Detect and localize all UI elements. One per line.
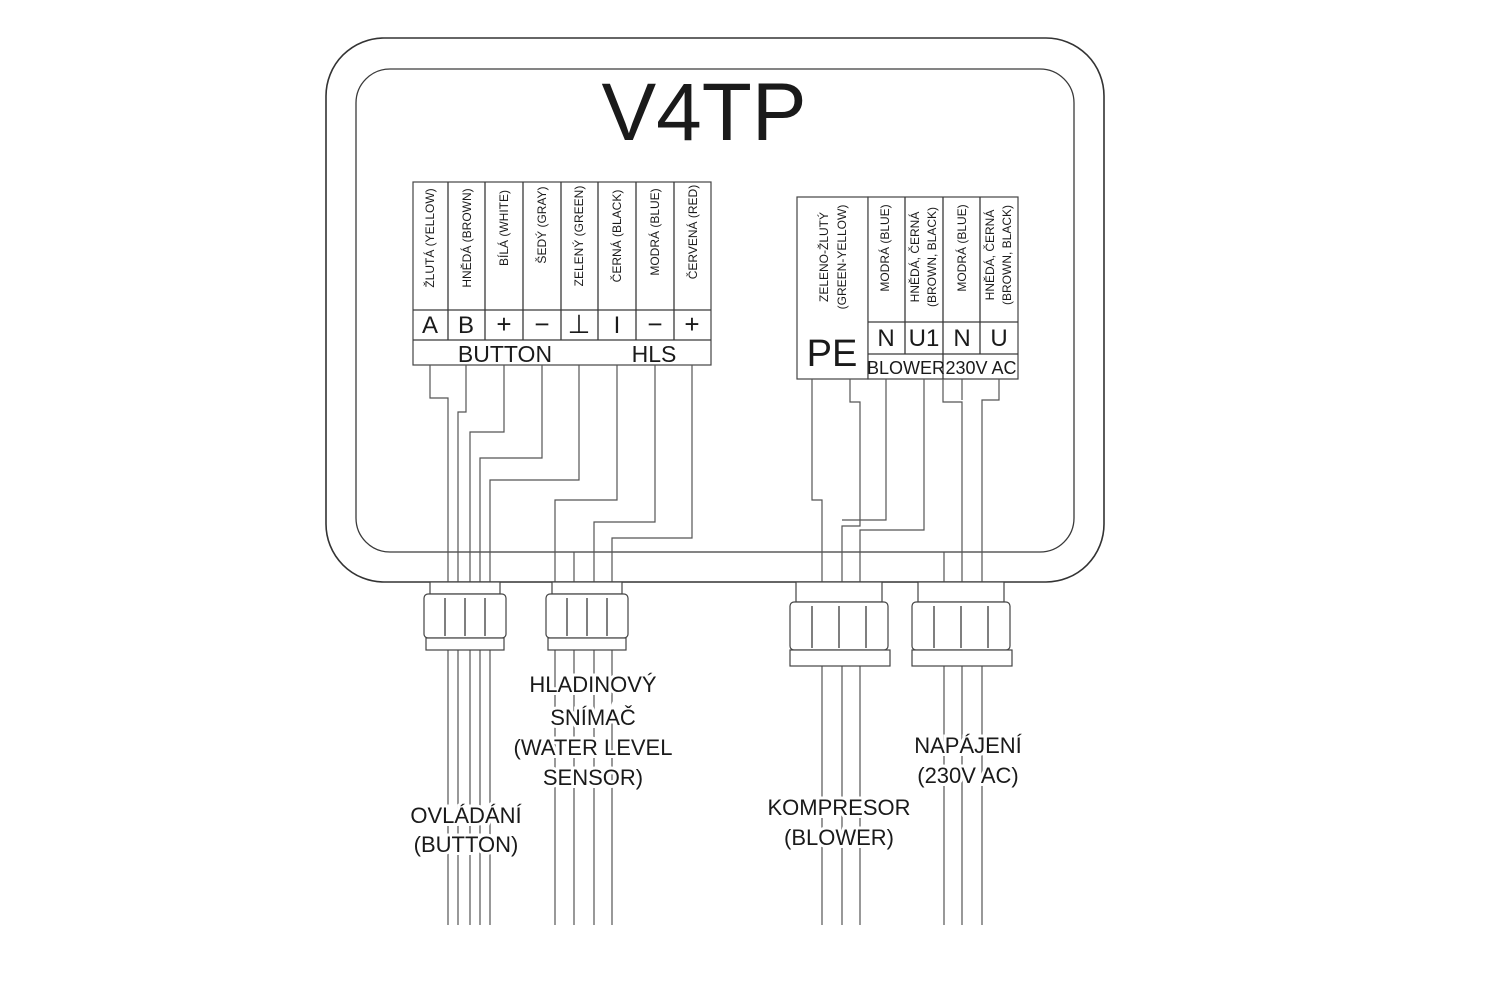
terminal-label: U <box>990 325 1007 352</box>
wire-color-label: (BROWN, BLACK) <box>1000 205 1014 305</box>
caption-line: (230V AC) <box>917 763 1019 788</box>
wire-color-label: BÍLÁ (WHITE) <box>496 190 511 266</box>
right-terminal-block: ZELENO-ŽLUTÝ (GREEN-YELLOW) MODRÁ (BLUE)… <box>796 196 1019 380</box>
group-label-blower: BLOWER <box>867 358 945 378</box>
caption-line: SNÍMAČ <box>550 705 636 730</box>
terminal-label: − <box>534 309 549 339</box>
wire-color-label: HNĚDÁ, ČERNÁ <box>982 210 997 301</box>
device-title: V4TP <box>601 67 806 158</box>
caption-line: (WATER LEVEL <box>514 735 673 760</box>
internal-wiring-left <box>429 365 693 552</box>
terminal-label: N <box>877 325 894 352</box>
terminal-label: + <box>684 309 699 339</box>
caption-blower: KOMPRESOR (BLOWER) <box>764 792 913 853</box>
left-terminal-block: ŽLUTÁ (YELLOW) HNĚDÁ (BROWN) BÍLÁ (WHITE… <box>412 181 712 367</box>
wire-color-label: ČERNÁ (BLACK) <box>609 190 624 283</box>
wire-color-label: MODRÁ (BLUE) <box>877 204 892 291</box>
caption-line: (BUTTON) <box>414 832 519 857</box>
wire-color-label: HNĚDÁ, ČERNÁ <box>907 212 922 303</box>
gland-sensor <box>545 581 629 651</box>
pe-label: PE <box>807 333 858 375</box>
pe-color-label: ZELENO-ŽLUTÝ <box>816 212 831 302</box>
caption-line: SENSOR) <box>543 765 643 790</box>
caption-line: HLADINOVÝ <box>529 672 656 697</box>
wire-color-label: (BROWN, BLACK) <box>925 207 939 307</box>
group-label-power: 230V AC <box>945 358 1016 378</box>
wire-color-label: ŠEDÝ (GRAY) <box>534 186 549 263</box>
group-label-button: BUTTON <box>458 341 552 367</box>
terminal-label: + <box>496 309 511 339</box>
gland-button <box>423 581 507 651</box>
caption-sensor: HLADINOVÝ SNÍMAČ (WATER LEVEL SENSOR) <box>511 669 676 793</box>
gland-power <box>911 581 1013 667</box>
wire-color-label: ČERVENÁ (RED) <box>685 185 700 279</box>
pe-color-label: (GREEN-YELLOW) <box>835 205 849 310</box>
wire-color-label: MODRÁ (BLUE) <box>954 204 969 291</box>
wire-color-label: HNĚDÁ (BROWN) <box>459 188 474 287</box>
internal-wiring-right <box>811 379 1000 552</box>
terminal-label: − <box>647 309 662 339</box>
enclosure-inner <box>355 68 1075 553</box>
gland-blower <box>789 581 891 667</box>
enclosure-outer <box>325 37 1105 583</box>
wire-color-label: ZELENÝ (GREEN) <box>571 186 586 287</box>
wire-color-label: ŽLUTÁ (YELLOW) <box>422 188 437 287</box>
terminal-label: ⊥ <box>568 309 591 339</box>
terminal-label: U1 <box>909 325 940 352</box>
caption-line: (BLOWER) <box>784 825 894 850</box>
caption-power: NAPÁJENÍ (230V AC) <box>911 730 1025 791</box>
caption-line: OVLÁDÁNÍ <box>410 803 522 828</box>
terminal-label: I <box>614 312 621 339</box>
wire-color-label: MODRÁ (BLUE) <box>647 188 662 275</box>
terminal-label: N <box>953 325 970 352</box>
caption-button: OVLÁDÁNÍ (BUTTON) <box>407 800 525 860</box>
group-label-hls: HLS <box>632 341 677 367</box>
caption-line: NAPÁJENÍ <box>914 733 1022 758</box>
terminal-label: A <box>422 312 438 339</box>
terminal-label: B <box>458 312 474 339</box>
caption-line: KOMPRESOR <box>767 795 910 820</box>
